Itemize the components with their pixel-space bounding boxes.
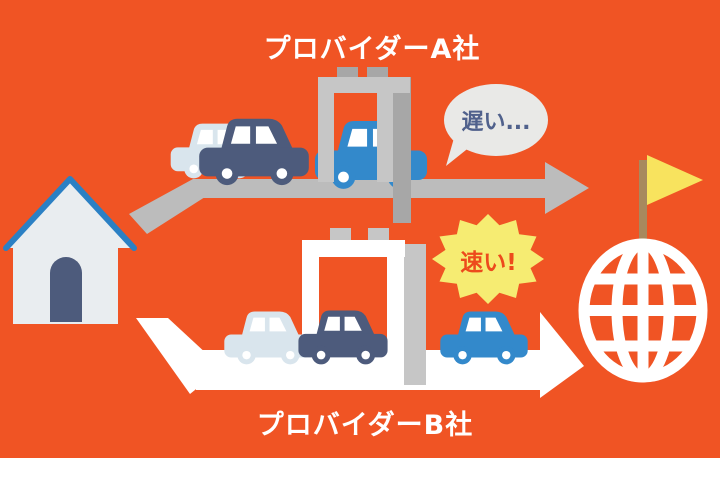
provider-a-title: プロバイダーA社 <box>263 34 481 65</box>
house-icon <box>3 176 137 324</box>
speech-bubble-icon: 遅い... <box>444 84 548 156</box>
flag-icon <box>647 155 703 205</box>
globe-icon <box>578 238 708 383</box>
car-icon <box>296 305 390 366</box>
fast-burst-text: 速い! <box>460 249 517 276</box>
car-icon <box>438 306 530 366</box>
fast-burst-label: 速い! <box>432 214 545 305</box>
bottom-margin <box>0 458 720 480</box>
provider-b-title: プロバイダーB社 <box>256 410 474 441</box>
house-door <box>50 257 82 322</box>
starburst-icon <box>432 214 544 304</box>
illustration-background: 遅い... 速い! プロバイダーA社 プロバイダーB社 <box>0 0 720 458</box>
car-icon <box>196 112 312 187</box>
roads-layer <box>129 162 589 398</box>
slow-bubble-text: 遅い... <box>461 110 531 135</box>
flag-pole <box>639 160 647 242</box>
